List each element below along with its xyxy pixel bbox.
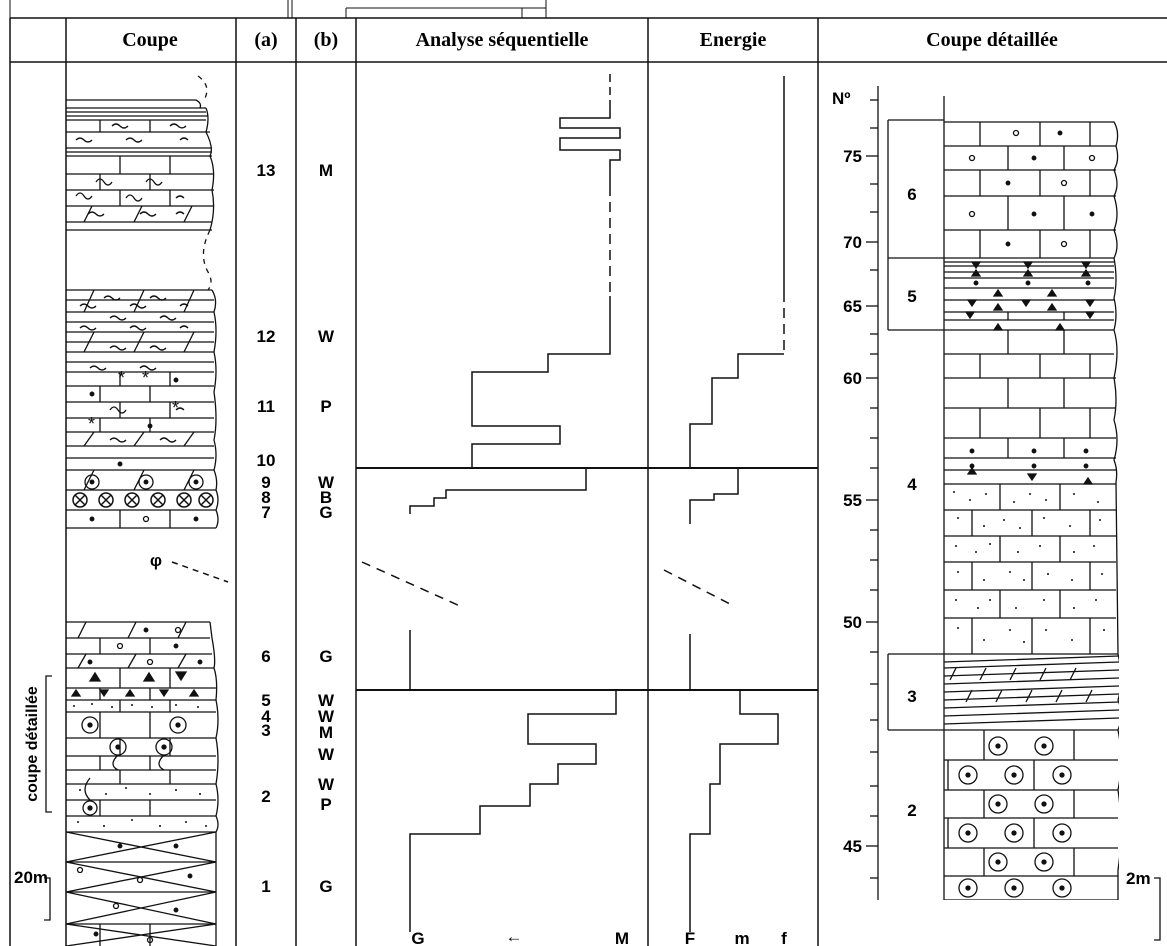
detail-unit-2: 2 — [907, 801, 916, 820]
detail-sand-stipple — [953, 491, 1105, 643]
detail-unit-labels: 6 5 4 3 2 — [907, 185, 917, 820]
detail-unit-5: 5 — [907, 287, 916, 306]
unit-labels-a: 13 12 11 10 9 8 7 6 5 4 3 2 1 — [257, 161, 276, 896]
svg-text:*: * — [118, 368, 125, 388]
analyse-axis-arrow: ← — [506, 927, 523, 946]
energie-curve — [663, 76, 785, 932]
unit-b-2: W — [318, 775, 335, 794]
energie-axis-f-weak: f — [781, 929, 787, 946]
depth-tick-70: 70 — [843, 233, 862, 252]
header-a: (a) — [254, 29, 277, 51]
unit-b-4: W — [318, 707, 335, 726]
unit-a-7: 7 — [261, 503, 270, 522]
depth-tick-75: 75 — [843, 147, 862, 166]
detail-number-label: Nº — [832, 89, 851, 108]
energie-axis-f-strong: F — [685, 929, 695, 946]
scale-bar-2m — [1154, 877, 1161, 941]
unit-b-3: M — [319, 723, 333, 742]
unit-b-1: G — [319, 877, 332, 896]
detail-depth-labels: 75 70 65 60 55 50 45 — [843, 147, 862, 856]
scale-label-20m: 20m — [14, 868, 48, 887]
unit-a-8: 8 — [261, 488, 270, 507]
unit-b-9: W — [318, 473, 335, 492]
unit-b-2a: W — [318, 745, 335, 764]
analyse-axis-m: M — [615, 929, 629, 946]
lithology-units-6-1 — [66, 621, 219, 946]
unit-b-7: G — [319, 503, 332, 522]
side-label-coupe-detaillee: coupe détaillée — [24, 686, 41, 802]
phi-symbol: φ — [150, 551, 162, 570]
svg-text:*: * — [88, 414, 95, 434]
header-coupe: Coupe — [122, 29, 178, 51]
unit-a-12: 12 — [257, 327, 276, 346]
unit-a-4: 4 — [261, 707, 271, 726]
energie-axis-m: m — [734, 929, 749, 946]
unit-a-1: 1 — [261, 877, 270, 896]
unit-a-11: 11 — [257, 397, 275, 416]
unit-b-5: W — [318, 691, 335, 710]
unit-b-1a: P — [320, 795, 331, 814]
svg-text:*: * — [172, 398, 179, 418]
phi-dashed-leader — [171, 561, 229, 583]
analyse-sequentielle-curve — [356, 74, 818, 932]
unit-a-3: 3 — [261, 721, 270, 740]
header-analyse-sequentielle: Analyse séquentielle — [416, 29, 589, 51]
table-frame — [9, 0, 1167, 946]
unit-b-8: B — [320, 488, 332, 507]
lithology-units-12-10: * * * * — [66, 289, 217, 471]
unit-a-9: 9 — [261, 473, 270, 492]
header-coupe-detaillee: Coupe détaillée — [926, 29, 1058, 51]
scale-bar-20m — [44, 877, 51, 921]
unit-b-6: G — [319, 647, 332, 666]
lithology-units-9-7 — [66, 469, 219, 529]
unit-b-12: W — [318, 327, 335, 346]
detail-unit-4: 4 — [907, 475, 917, 494]
sand-stipple-left — [73, 703, 207, 827]
detail-unit-3: 3 — [907, 687, 916, 706]
scale-label-2m: 2m — [1126, 869, 1151, 888]
unit-b-13: M — [319, 161, 333, 180]
depth-tick-45: 45 — [843, 837, 862, 856]
detail-unit-6: 6 — [907, 185, 916, 204]
unit-b-11: P — [320, 397, 331, 416]
unit-a-13: 13 — [257, 161, 276, 180]
unit-a-10: 10 — [257, 451, 276, 470]
analyse-axis-g: G — [411, 929, 424, 946]
unit-a-2: 2 — [261, 787, 270, 806]
unit-labels-b: M W P W B G G W W M W W P G — [318, 161, 335, 896]
header-b: (b) — [314, 29, 338, 51]
coupe-column: * * * * — [66, 75, 219, 946]
detail-depth-axis — [866, 86, 879, 900]
unit-a-6: 6 — [261, 647, 270, 666]
depth-tick-50: 50 — [843, 613, 862, 632]
detail-unit-column — [887, 96, 945, 900]
coupe-detaillee-bracket — [45, 675, 52, 813]
header-energie: Energie — [700, 29, 767, 51]
detail-lithology — [944, 121, 1119, 900]
lithology-unit-13 — [66, 99, 215, 231]
svg-text:*: * — [142, 368, 149, 388]
depth-tick-65: 65 — [843, 297, 862, 316]
depth-tick-60: 60 — [843, 369, 862, 388]
depth-tick-55: 55 — [843, 491, 862, 510]
unit-a-5: 5 — [261, 691, 270, 710]
